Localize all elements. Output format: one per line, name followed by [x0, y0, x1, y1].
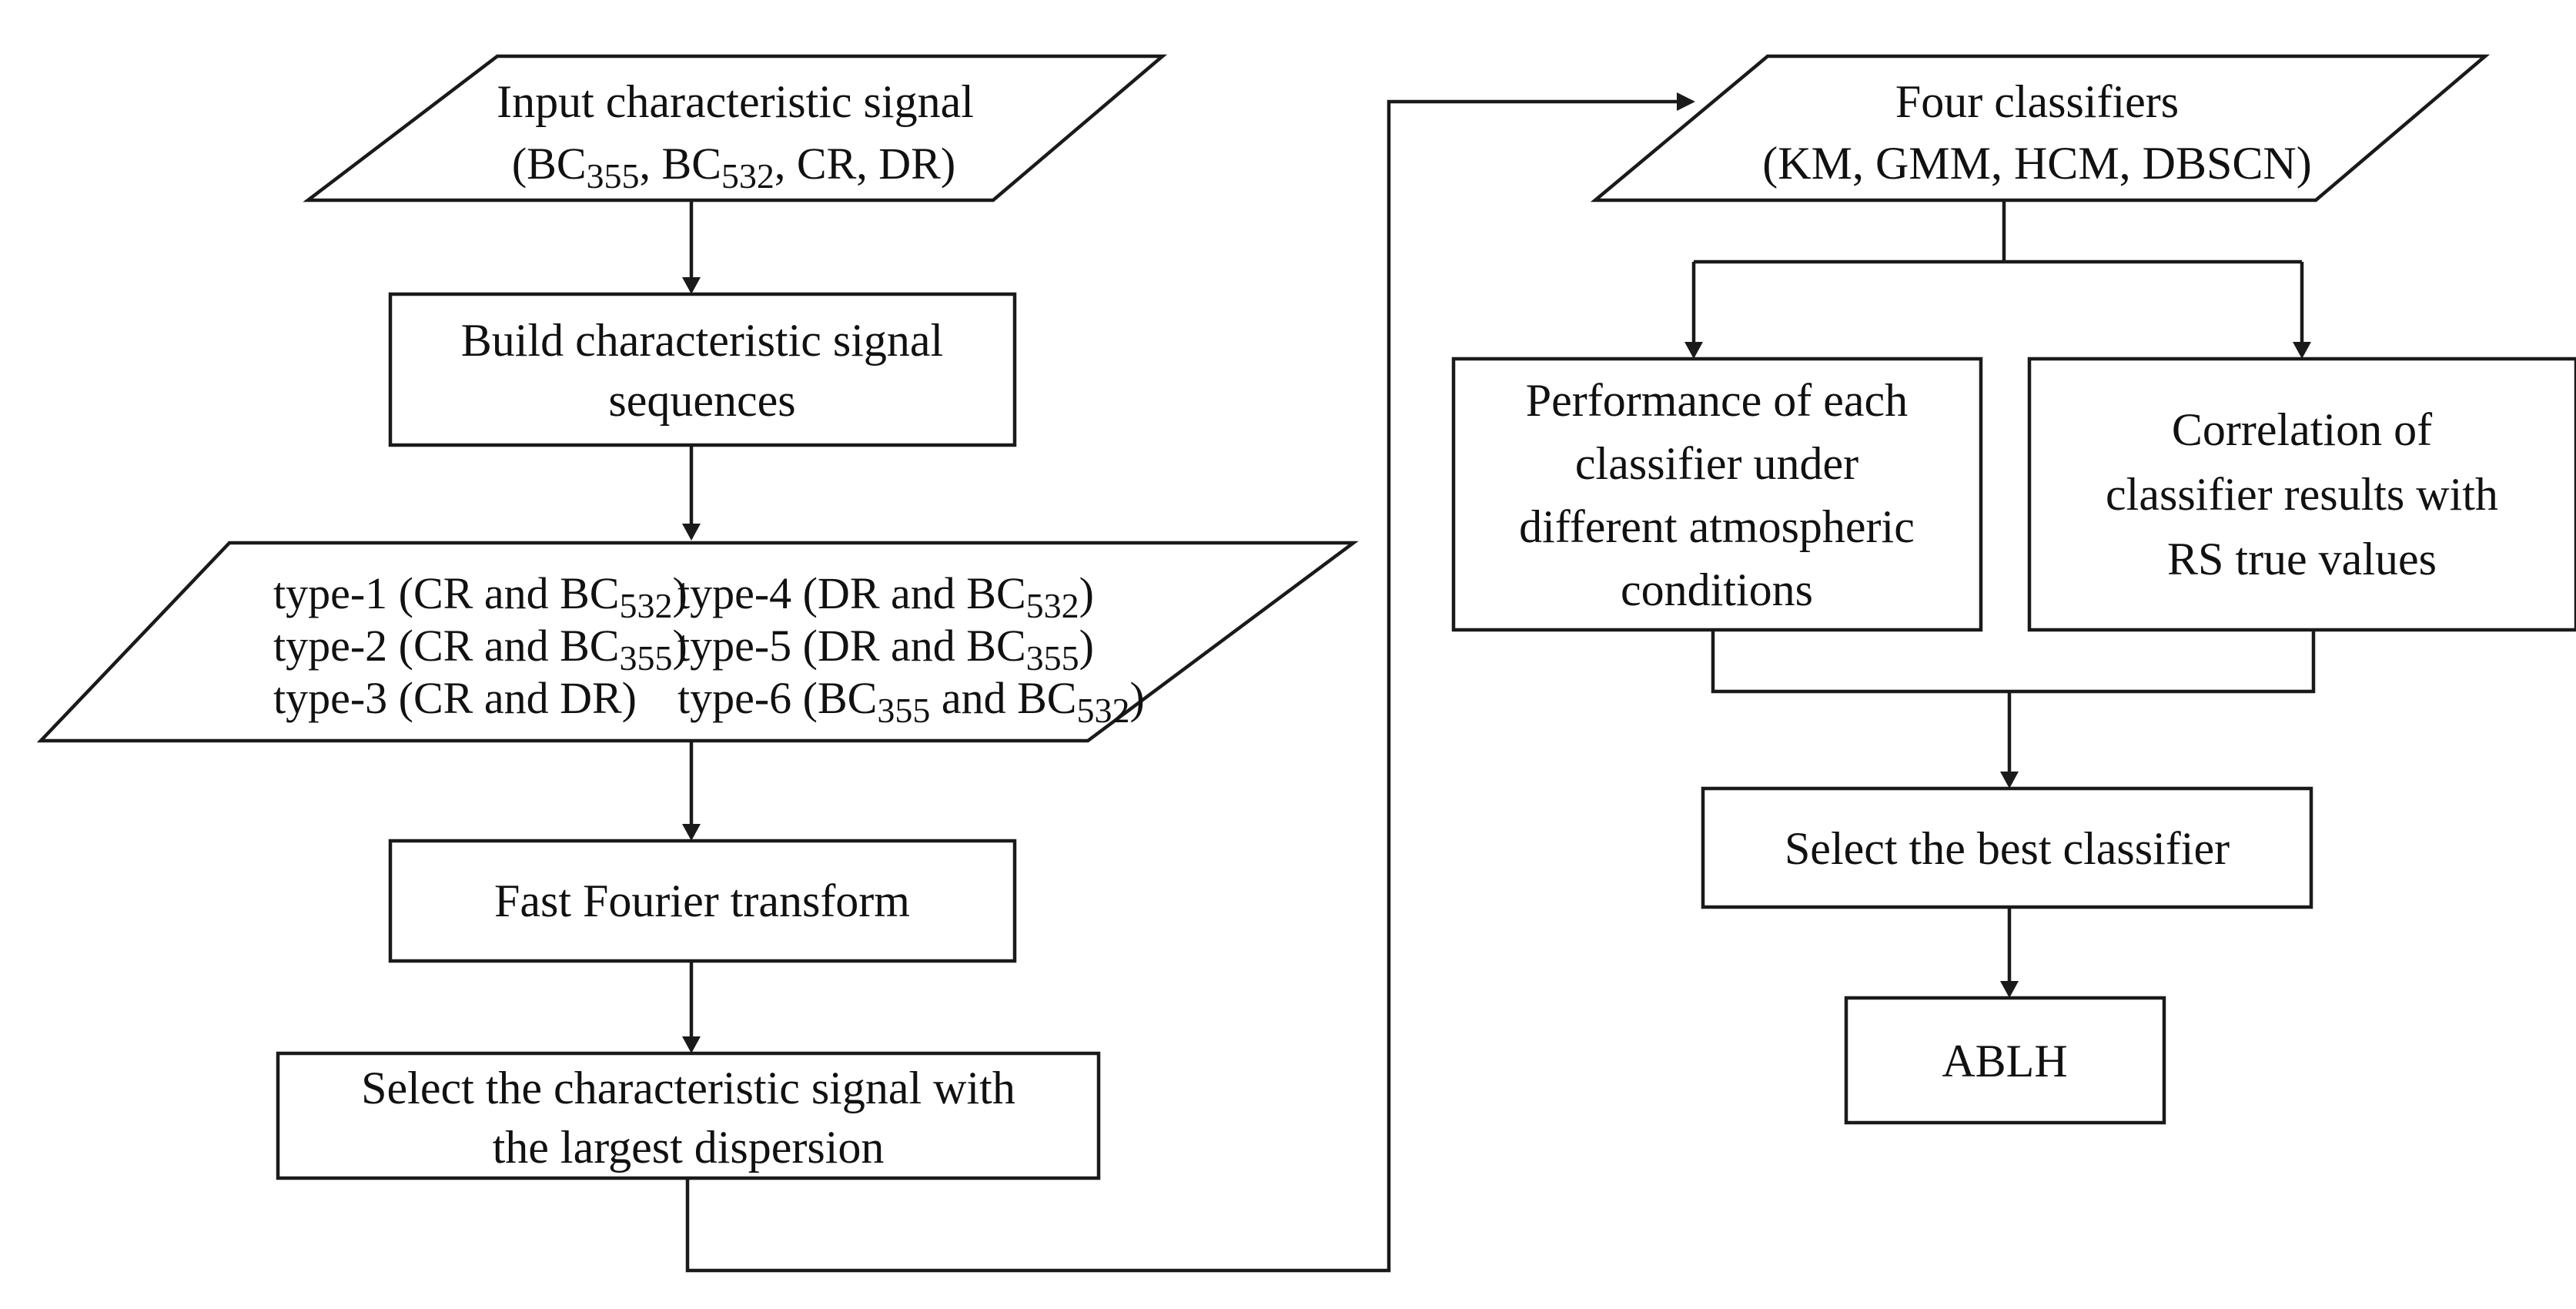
- arrowhead: [682, 824, 701, 841]
- connectors: [682, 92, 2316, 1273]
- classifiers-line2: (KM, GMM, HCM, DBSCN): [1762, 138, 2311, 189]
- classifiers-parallelogram: [1590, 54, 2491, 203]
- build-node: Build characteristic signal sequences: [388, 292, 1017, 447]
- correlation-node: Correlation of classifier results with R…: [2027, 357, 2576, 632]
- fft-box: [388, 839, 1017, 963]
- type-3-label: type-3 (CR and DR): [273, 673, 637, 723]
- performance-node: Performance of each classifier under dif…: [1451, 357, 1983, 632]
- build-box: [388, 292, 1017, 447]
- correlation-box: [2027, 357, 2576, 632]
- performance-line4: conditions: [1621, 564, 1813, 615]
- type-2-label: type-2 (CR and BC355): [273, 621, 687, 678]
- performance-line3: different atmospheric: [1519, 501, 1915, 552]
- types-node: type-1 (CR and BC532) type-2 (CR and BC3…: [36, 541, 1359, 743]
- select-signal-line1: Select the characteristic signal with: [361, 1063, 1015, 1113]
- build-line2: sequences: [608, 375, 795, 426]
- performance-box: [1451, 357, 1983, 632]
- ablh-box: [1844, 996, 2166, 1125]
- classifiers-node: Four classifiers (KM, GMM, HCM, DBSCN): [1590, 54, 2491, 203]
- performance-line1: Performance of each: [1526, 375, 1908, 426]
- select-best-label: Select the best classifier: [1785, 823, 2230, 874]
- type-5-label: type-5 (DR and BC355): [677, 621, 1094, 678]
- arrowhead: [682, 277, 701, 294]
- type-4-label: type-4 (DR and BC532): [677, 568, 1094, 625]
- select-signal-box: [276, 1051, 1101, 1180]
- arrowhead: [682, 1036, 701, 1053]
- ablh-label: ABLH: [1942, 1036, 2067, 1086]
- arrowhead: [2293, 342, 2311, 359]
- input-line1: Input characteristic signal: [497, 76, 974, 127]
- type-6-label: type-6 (BC355 and BC532): [677, 673, 1145, 730]
- select-best-node: Select the best classifier: [1701, 786, 2313, 909]
- arrow-select-to-classifiers: [685, 99, 1678, 1273]
- fft-label: Fast Fourier transform: [494, 875, 910, 926]
- select-signal-line2: the largest dispersion: [493, 1122, 885, 1173]
- performance-line2: classifier under: [1575, 438, 1858, 489]
- arrowhead: [1677, 92, 1695, 111]
- build-line1: Build characteristic signal: [461, 315, 943, 366]
- ablh-node: ABLH: [1844, 996, 2166, 1125]
- classifiers-line1: Four classifiers: [1895, 76, 2179, 127]
- select-best-box: [1701, 786, 2313, 909]
- arrowhead: [2000, 981, 2019, 998]
- arrowhead: [1684, 342, 1703, 359]
- types-parallelogram: [36, 541, 1359, 743]
- connector-merge: [1711, 630, 2316, 694]
- correlation-line1: Correlation of: [2172, 404, 2432, 455]
- correlation-line2: classifier results with: [2106, 469, 2498, 520]
- fft-node: Fast Fourier transform: [388, 839, 1017, 963]
- input-node: Input characteristic signal (BC355, BC53…: [303, 54, 1168, 203]
- arrowhead: [2000, 772, 2019, 788]
- input-parallelogram: [303, 54, 1168, 203]
- input-line2: (BC355, BC532, CR, DR): [512, 139, 955, 196]
- select-signal-node: Select the characteristic signal with th…: [276, 1051, 1101, 1180]
- correlation-line3: RS true values: [2167, 534, 2437, 584]
- arrowhead: [682, 524, 701, 541]
- type-1-label: type-1 (CR and BC532): [273, 568, 687, 625]
